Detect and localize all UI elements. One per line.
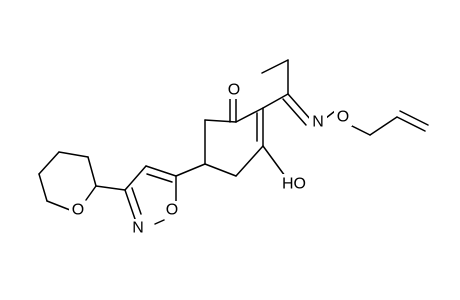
bond-cyclohexane-isoxazole [175, 163, 206, 177]
bond-isoxazole-pyran [95, 185, 126, 191]
bond-pyran-c6-c5 [38, 173, 48, 202]
bond-ring-ch2-carbonyl-carbon [204, 119, 237, 123]
oxime-oxygen-label: O [337, 109, 349, 126]
bond-allyl-ch2-ch [369, 116, 398, 136]
isoxazole-oxygen-label: O [166, 202, 178, 219]
bond-pyran-c4-c3 [58, 151, 89, 158]
carbonyl-oxygen-label: O [228, 82, 240, 99]
bond-allyl-ch-ch2-a [396, 116, 426, 132]
bond-oxime-carbon-ring-carbon [262, 93, 289, 109]
bond-pyran-c2-o [85, 185, 97, 201]
bond-enol-carbon-oxygen [262, 145, 286, 177]
bond-ring-carbonyl-carbon-enone-carbon [235, 107, 264, 123]
bond-isoxazole-c3-n-a [124, 189, 136, 220]
isoxazole-oxygen-label-background [163, 201, 181, 219]
isoxazole-nitrogen-label-background [129, 219, 147, 237]
oxime-oxygen-label-background [334, 108, 352, 126]
oxime-nitrogen-label: N [312, 114, 324, 131]
bond-ethyl-ch3-ch2 [261, 59, 289, 74]
enol-hydroxyl-label: HO [282, 176, 306, 193]
bond-layer [38, 59, 429, 225]
bond-pyran-c3-c2 [87, 156, 97, 187]
enol-hydroxyl-label-background [279, 174, 309, 192]
oxime-nitrogen-label-background [309, 113, 327, 131]
atom-label-layer: O HO N O O N O [69, 81, 352, 237]
bond-ring-enol-carbon-ch2 [235, 145, 264, 177]
bond-oxime-c-n-a [287, 93, 312, 121]
bond-isoxazole-n-o [154, 219, 165, 225]
bond-isoxazole-c5-c4-b [146, 173, 173, 183]
carbonyl-oxygen-label-background [225, 81, 243, 99]
bond-isoxazole-c3-n-b [131, 187, 142, 215]
isoxazole-nitrogen-label: N [132, 220, 144, 237]
bond-pyran-c5-c4 [38, 151, 60, 175]
pyran-oxygen-label: O [72, 202, 84, 219]
bond-oxime-n-o [325, 110, 336, 119]
bond-ring-ch2-ch [204, 163, 237, 177]
bond-oxime-c-n-b [282, 98, 307, 126]
pyran-oxygen-label-background [69, 201, 87, 219]
bond-isoxazole-c4-c3 [124, 165, 147, 191]
bond-allyl-ch-ch2-b [399, 110, 429, 126]
bond-isoxazole-c5-c4-a [145, 165, 177, 177]
bond-pyran-o-c6 [46, 200, 71, 211]
bond-oxime-o-allyl [351, 125, 371, 136]
